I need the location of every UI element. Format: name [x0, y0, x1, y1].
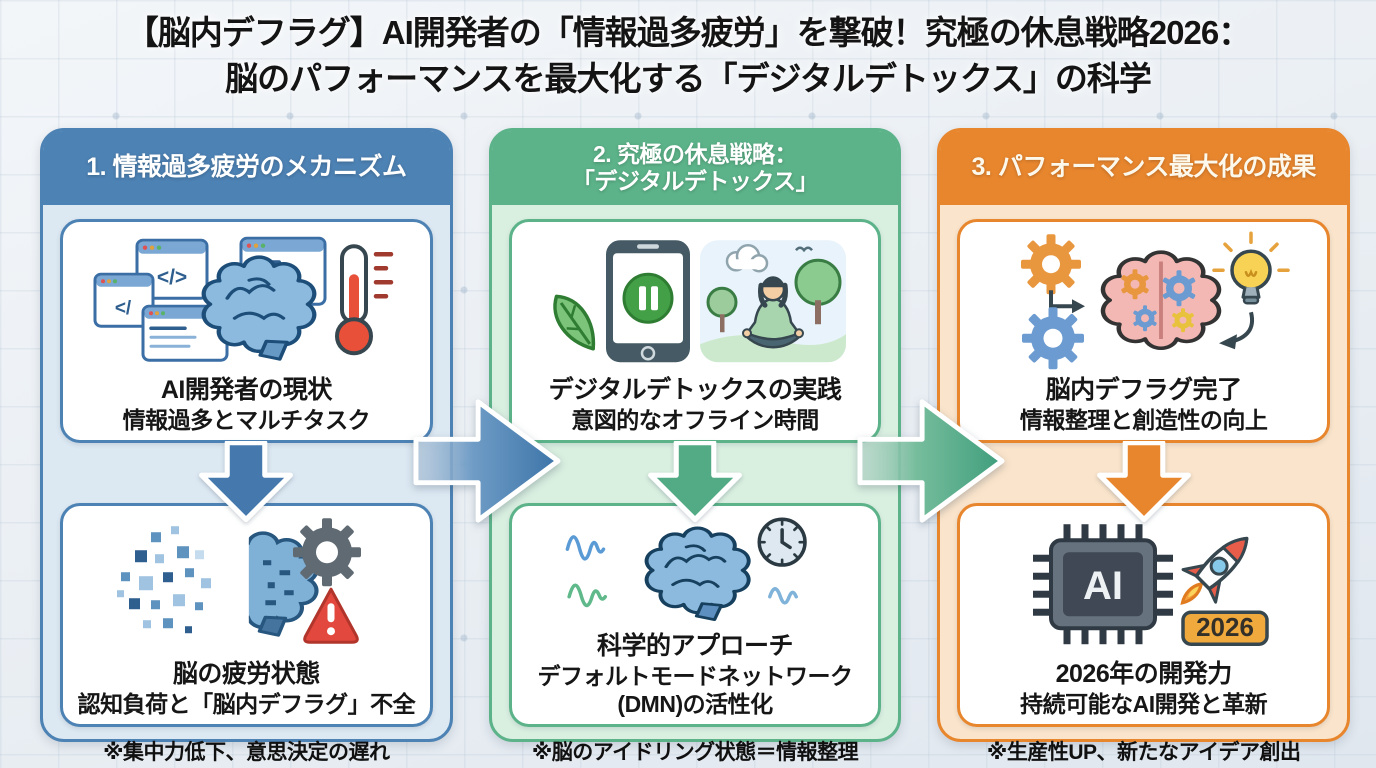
lightbulb-icon: [1211, 231, 1290, 305]
card-ai-developer-status: </> </: [60, 219, 433, 443]
meditation-scene: [700, 240, 846, 363]
phone-pause-icon: [606, 240, 690, 363]
gears-brain-lightbulb-illustration: [1020, 231, 1290, 370]
card-text: デジタルデトックスの実践 意図的なオフライン時間: [549, 375, 842, 434]
rocket-icon: [1180, 536, 1249, 605]
year-badge: 2026: [1180, 610, 1269, 646]
card-heading: 脳内デフラグ完了: [1045, 376, 1243, 405]
flow-columns: 1. 情報過多疲労のメカニズム </>: [40, 128, 1351, 764]
card-text: 脳内デフラグ完了 情報整理と創造性の向上: [1020, 375, 1268, 434]
card-subtitle: 意図的なオフライン時間: [571, 406, 819, 433]
card-subtitle: デフォルトモードネットワーク(DMN)の活性化: [537, 662, 853, 717]
brain-icon: [644, 526, 751, 622]
tree-icon: [706, 286, 738, 318]
column-2-footer: ※脳のアイドリング状態＝情報整理: [531, 741, 859, 764]
title-line-1: 【脳内デフラグ】AI開発者の「情報過多疲労」を撃破！究極の休息戦略2026：: [125, 14, 1251, 51]
column-1-header-text: 1. 情報過多疲労のメカニズム: [86, 153, 407, 182]
clock-icon: [757, 517, 807, 567]
brain-icon: [201, 255, 317, 361]
card-digital-detox-practice: デジタルデトックスの実践 意図的なオフライン時間: [508, 219, 882, 443]
column-2-body: デジタルデトックスの実践 意図的なオフライン時間: [492, 205, 899, 768]
title-line-2: 脳のパフォーマンスを最大化する「デジタルデトックス」の科学: [225, 60, 1152, 98]
card-text: 2026年の開発力 持続可能なAI開発と革新: [1020, 659, 1268, 718]
ai-chip-rocket-illustration: AI: [1032, 524, 1269, 646]
code-window-icon: </: [93, 272, 155, 328]
bird-icon: [795, 246, 813, 253]
card-defrag-complete: 脳内デフラグ完了 情報整理と創造性の向上: [957, 219, 1331, 443]
card-heading: 2026年の開発力: [1055, 660, 1233, 689]
column-2-header-line-2: 「デジタルデトックス」: [571, 168, 819, 194]
tree-icon: [794, 258, 842, 306]
gear-icon: [1020, 234, 1081, 295]
gear-icon: [1021, 307, 1084, 370]
column-1-mechanism: 1. 情報過多疲労のメカニズム </>: [40, 128, 453, 764]
svg-text:2026: 2026: [1196, 612, 1254, 642]
card-heading: AI開発者の現状: [160, 376, 333, 405]
card-subtitle: 持続可能なAI開発と革新: [1020, 690, 1268, 717]
card-heading: 脳の疲労状態: [172, 660, 321, 689]
flow-arrow-2-to-3: [857, 399, 1005, 523]
pixel-fragments: [117, 526, 212, 634]
detox-meditation-illustration: [553, 240, 846, 363]
thermometer-icon: [335, 244, 394, 356]
svg-text:</: </: [115, 298, 132, 319]
column-2-header: 2. 究極の休息戦略： 「デジタルデトックス」: [491, 131, 899, 205]
down-arrow-blue: [60, 441, 433, 523]
card-subtitle: 認知負荷と「脳内デフラグ」不全: [77, 690, 416, 717]
svg-text:AI: AI: [1083, 564, 1123, 608]
organized-brain-icon: [1100, 250, 1221, 351]
column-3-header: 3. パフォーマンス最大化の成果: [940, 131, 1348, 205]
card-heading: 科学的アプローチ: [597, 632, 794, 661]
flow-arrow-1-to-2: [413, 399, 561, 523]
brainwave-icon: [565, 535, 606, 561]
column-1-footer: ※集中力低下、意思決定の遅れ: [103, 741, 390, 764]
card-text: 脳の疲労状態 認知負荷と「脳内デフラグ」不全: [78, 659, 416, 718]
card-text: 科学的アプローチ デフォルトモードネットワーク(DMN)の活性化: [520, 631, 871, 718]
column-1-header: 1. 情報過多疲労のメカニズム: [43, 131, 450, 205]
leaf-icon: [553, 294, 596, 351]
down-arrow-green: [509, 441, 882, 523]
column-2-rest-strategy: 2. 究極の休息戦略： 「デジタルデトックス」: [488, 128, 902, 764]
warning-icon: [303, 587, 360, 644]
ai-chip-icon: AI: [1032, 524, 1173, 645]
column-1-body: </> </: [43, 205, 450, 768]
card-subtitle: 情報整理と創造性の向上: [1019, 406, 1268, 433]
page-title: 【脳内デフラグ】AI開発者の「情報過多疲労」を撃破！究極の休息戦略2026： 脳…: [0, 10, 1376, 102]
gear-icon: [293, 518, 362, 587]
flow-connector-arrow: [1048, 290, 1073, 309]
brainwave-icon: [567, 583, 607, 608]
card-text: AI開発者の現状 情報過多とマルチタスク: [123, 375, 371, 434]
down-arrow-orange: [957, 441, 1330, 523]
card-heading: デジタルデトックスの実践: [548, 376, 842, 405]
column-2-header-line-1: 2. 究極の休息戦略：: [592, 140, 798, 167]
column-3-header-text: 3. パフォーマンス最大化の成果: [971, 153, 1317, 182]
card-subtitle: 情報過多とマルチタスク: [122, 406, 371, 433]
brainwave-clock-illustration: [565, 517, 807, 622]
card-2026-dev-power: AI: [957, 503, 1331, 727]
column-3-footer: ※生産性UP、新たなアイデア創出: [986, 741, 1301, 764]
brainwave-icon: [768, 587, 798, 605]
card-scientific-approach: 科学的アプローチ デフォルトモードネットワーク(DMN)の活性化: [508, 503, 882, 727]
card-brain-fatigue: 脳の疲労状態 認知負荷と「脳内デフラグ」不全: [60, 503, 433, 727]
svg-text:</>: </>: [157, 266, 187, 289]
cloud-icon: [725, 243, 769, 273]
code-brain-thermometer-illustration: </> </: [93, 236, 394, 362]
fragmented-brain-warning-illustration: [117, 518, 362, 644]
meditating-person-icon: [742, 276, 804, 349]
column-3-body: 脳内デフラグ完了 情報整理と創造性の向上: [940, 205, 1347, 768]
